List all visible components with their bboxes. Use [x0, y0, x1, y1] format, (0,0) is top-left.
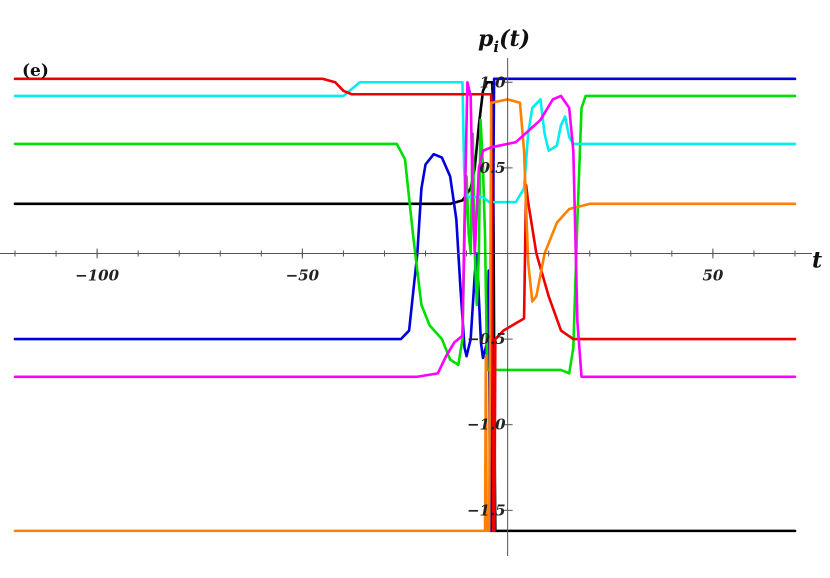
y-axis-title-base: p	[478, 26, 494, 52]
series-line-6	[13, 98, 797, 533]
ticks-layer: −100 −50 50 1.0 0.5 −0.5 −1.0 −1.5	[14, 73, 796, 519]
series-layer	[13, 77, 797, 533]
x-tick-label: −50	[286, 266, 320, 284]
x-axis-title: t	[812, 247, 822, 273]
series-line-5	[13, 77, 797, 533]
series-line-3	[13, 94, 797, 375]
series-line-7	[13, 80, 797, 379]
y-axis-title-arg: (t)	[499, 26, 530, 52]
y-axis-title-sub: i	[493, 38, 499, 56]
x-tick-label: 50	[702, 266, 723, 284]
panel-label: (e)	[22, 61, 49, 81]
y-tick-label: 1.0	[480, 73, 507, 91]
x-tick-label: −100	[75, 266, 119, 284]
y-tick-label: 0.5	[480, 159, 506, 177]
series-line-4	[13, 80, 797, 204]
y-tick-label: −1.5	[467, 501, 506, 519]
series-line-2	[13, 77, 797, 533]
series-line-1	[13, 80, 797, 533]
y-tick-label: −0.5	[467, 330, 506, 348]
y-axis-title: pi(t)	[478, 26, 530, 56]
y-tick-label: −1.0	[467, 416, 506, 434]
